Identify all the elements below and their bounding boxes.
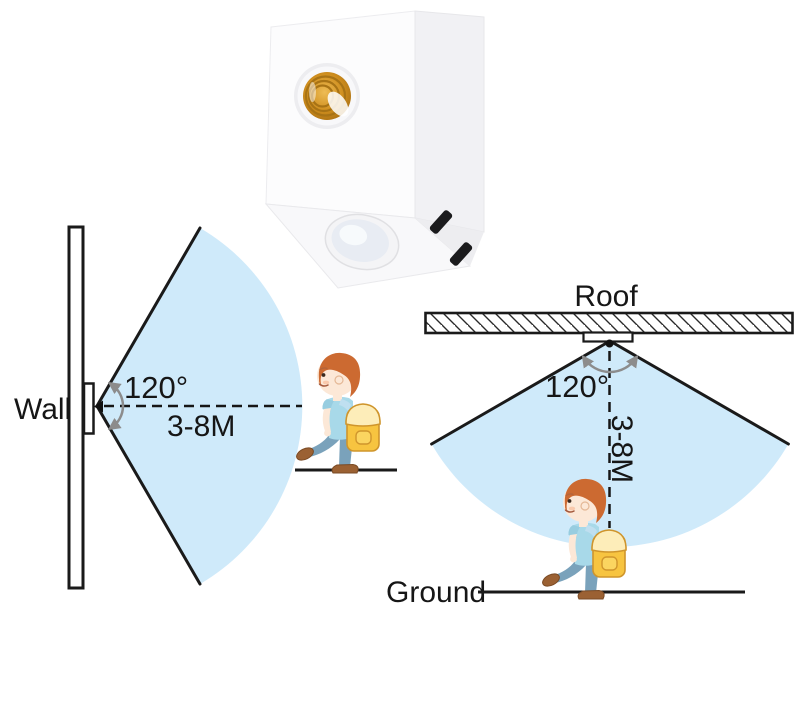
cone-left-edge-roof xyxy=(430,339,612,446)
angle-label-wall: 120° xyxy=(124,370,188,405)
wall-mount-diagram: Wall 120° 3-8M xyxy=(14,225,397,590)
roof-label: Roof xyxy=(574,280,638,313)
detection-cone-wall xyxy=(97,228,303,584)
roof-mount-diagram: Roof 120° 3-8M Ground xyxy=(386,280,794,609)
walking-child-figure-left xyxy=(293,352,381,474)
angle-label-roof: 120° xyxy=(545,369,609,404)
range-label-wall: 3-8M xyxy=(167,410,235,443)
product-side-face xyxy=(414,10,485,233)
ground-label: Ground xyxy=(386,576,486,609)
angle-arc-wall xyxy=(107,381,125,431)
sensor-apex-pointer xyxy=(94,400,103,413)
product-photo xyxy=(264,10,485,289)
roof-bar xyxy=(424,311,794,335)
pir-sensor-dome-icon xyxy=(324,213,400,271)
cone-right-edge-roof xyxy=(608,339,790,446)
cone-lower-edge-wall xyxy=(95,404,202,586)
range-label-roof: 3-8M xyxy=(605,415,638,483)
power-pin-slots-icon xyxy=(429,210,473,266)
angle-arc-roof xyxy=(581,354,639,374)
sensor-bracket-wall xyxy=(82,382,95,435)
wall-label: Wall xyxy=(14,393,71,426)
sensor-apex-dot xyxy=(605,339,614,348)
cone-upper-edge-wall xyxy=(95,226,202,408)
lamp-socket-icon xyxy=(294,63,360,129)
